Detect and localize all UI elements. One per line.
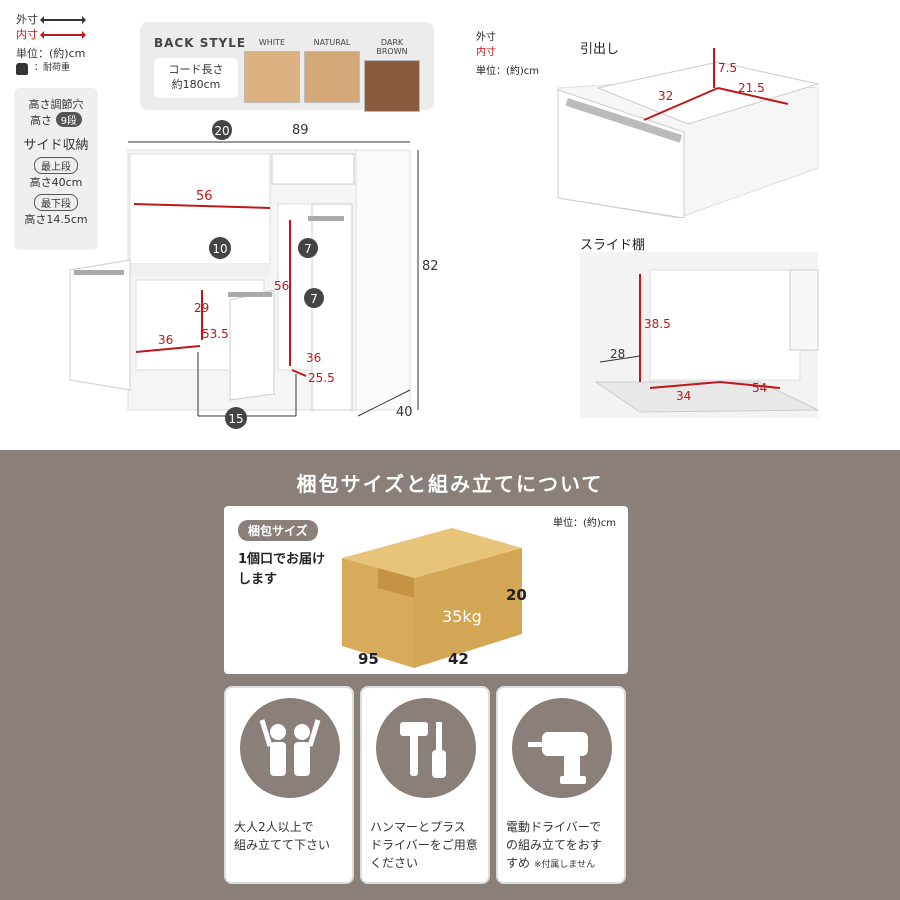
lower-height-value: 29 — [194, 301, 209, 315]
top-height: 高さ40cm — [29, 176, 83, 189]
bottom-shelf-pill: 最下段 — [34, 194, 78, 211]
load-side2-icon — [304, 288, 324, 308]
electric-drill-icon — [512, 698, 612, 798]
load-top-icon — [212, 120, 232, 140]
unit-label: 単位：(約)cm — [16, 47, 86, 60]
load-label: ：耐荷重 — [34, 63, 71, 73]
drawer-outer-label: 外寸 — [476, 32, 496, 43]
drawer-illustration: 7.5 32 21.5 — [557, 48, 820, 218]
width-value: 89 — [292, 123, 309, 138]
swatch-natural-label: NATURAL — [313, 38, 351, 47]
tool3-note: ※付属しません — [533, 860, 596, 870]
load-shelf-value: 10 — [212, 242, 227, 256]
one-box-line1: 1個口でお届け — [238, 552, 326, 567]
packing-dim-b: 42 — [448, 650, 469, 668]
drawer-legend: 外寸 内寸 単位：(約)cm — [476, 28, 539, 77]
side-storage-title: サイド収納 — [23, 138, 89, 153]
product-dimensions-panel: 外寸 内寸 単位：(約)cm ：耐荷重 高さ調節穴 高さ 9段 サイド収納 最上… — [14, 12, 820, 429]
cord-length-box: コード長さ 約180cm — [154, 58, 238, 98]
tool3-line3: すめ — [506, 856, 531, 870]
packing-tag: 梱包サイズ — [238, 520, 318, 541]
side-width-value: 25.5 — [308, 371, 335, 385]
inner-label: 内寸 — [16, 28, 38, 41]
tool3-line2: の組み立てをおす — [506, 838, 602, 852]
cabinet-illustration: 20 89 82 40 56 10 7 7 56 29 36 53.5 36 2… — [69, 120, 439, 429]
drawer-height-value: 7.5 — [718, 61, 737, 75]
slide-height-value: 38.5 — [644, 317, 671, 331]
hammer-screwdriver-icon — [376, 698, 476, 798]
depth-value: 40 — [396, 405, 413, 420]
height-label: 高さ — [30, 114, 53, 127]
lower-depth-value: 36 — [158, 333, 173, 347]
slide-width-value: 54 — [752, 381, 767, 395]
packing-headline: 梱包サイズと組み立てについて — [296, 472, 604, 496]
cord-line1: コード長さ — [168, 63, 224, 76]
tool2-line2: ドライバーをご用意 — [370, 838, 478, 852]
load-side1-value: 7 — [304, 242, 312, 256]
slide-shelf-title: スライド棚 — [580, 238, 646, 253]
swatch-white: WHITE — [244, 38, 300, 103]
inner-arrow-icon — [40, 30, 86, 39]
cardboard-box-icon: 35kg 20 95 42 — [342, 528, 527, 668]
load-side1-icon — [298, 238, 318, 258]
assembly-text-drill: 電動ドライバーで の組み立てをおす すめ ※付属しません — [506, 818, 618, 874]
swatch-dark-brown: DARK BROWN — [364, 38, 420, 112]
load-bottom-icon — [225, 407, 247, 429]
load-side2-value: 7 — [310, 292, 318, 306]
top-shelf-pill: 最上段 — [34, 157, 78, 174]
height-holes-label: 高さ調節穴 — [28, 98, 84, 111]
tool1-line2: 組み立てて下さい — [234, 838, 331, 852]
swatch-white-board — [244, 51, 300, 103]
slide-shelf-illustration: 38.5 28 34 54 — [580, 252, 819, 418]
assembly-text-tools: ハンマーとプラス ドライバーをご用意 ください — [370, 818, 482, 872]
tool2-line3: ください — [370, 856, 419, 870]
load-top-value: 20 — [214, 124, 229, 138]
inner-shelf-height-value: 56 — [274, 279, 289, 293]
assembly-card-tools: ハンマーとプラス ドライバーをご用意 ください — [360, 686, 490, 884]
slide-depth-value: 34 — [676, 389, 691, 403]
one-box-text: 1個口でお届け します — [238, 550, 348, 590]
drawer-unit-label: 単位：(約)cm — [476, 66, 540, 77]
swatch-dark-brown-label: DARK BROWN — [376, 38, 408, 56]
side-storage-info: 高さ調節穴 高さ 9段 サイド収納 最上段 高さ40cm 最下段 高さ14.5c… — [14, 88, 98, 250]
drawer-width-value: 32 — [658, 89, 673, 103]
outer-label: 外寸 — [16, 13, 38, 26]
slide-length-value: 28 — [610, 347, 625, 361]
swatch-natural: NATURAL — [304, 38, 360, 103]
inner-width-value: 56 — [196, 189, 213, 204]
tool3-line1: 電動ドライバーで — [506, 820, 602, 834]
side-depth-value: 36 — [306, 351, 321, 365]
swatch-natural-board — [304, 51, 360, 103]
packing-assembly-panel: 梱包サイズと組み立てについて 梱包サイズ 1個口でお届け します 単位：(約)c… — [0, 450, 900, 900]
height-value: 82 — [422, 259, 439, 274]
back-style-panel: BACK STYLE コード長さ 約180cm WHITE NATURAL DA… — [140, 22, 434, 112]
load-bottom-value: 15 — [228, 412, 243, 426]
swatch-white-label: WHITE — [258, 38, 286, 47]
tool1-line1: 大人2人以上で — [234, 820, 314, 834]
packing-dim-a: 95 — [358, 650, 379, 668]
tool2-line1: ハンマーとプラス — [370, 820, 466, 834]
back-style-title: BACK STYLE — [154, 36, 247, 50]
assembly-text-people: 大人2人以上で 組み立てて下さい — [234, 818, 346, 854]
packing-weight: 35kg — [442, 607, 482, 626]
drawer-title: 引出し — [580, 42, 620, 57]
bottom-height: 高さ14.5cm — [24, 213, 88, 226]
packing-size-card: 梱包サイズ 1個口でお届け します 単位：(約)cm 35kg 20 95 42 — [224, 506, 628, 674]
swatch-dark-brown-board — [364, 60, 420, 112]
height-steps-badge: 9段 — [55, 112, 82, 127]
two-people-icon — [240, 698, 340, 798]
cord-line2: 約180cm — [171, 78, 221, 91]
dimension-legend: 外寸 内寸 単位：(約)cm ：耐荷重 — [16, 12, 86, 76]
packing-unit: 単位：(約)cm — [552, 518, 616, 529]
one-box-line2: します — [238, 572, 278, 587]
drawer-inner-label: 内寸 — [476, 47, 496, 58]
load-shelf-icon — [209, 237, 231, 259]
assembly-card-drill: 電動ドライバーで の組み立てをおす すめ ※付属しません — [496, 686, 626, 884]
weight-icon — [16, 62, 28, 75]
drawer-depth-value: 21.5 — [738, 81, 765, 95]
assembly-card-people: 大人2人以上で 組み立てて下さい — [224, 686, 354, 884]
lower-width-value: 53.5 — [202, 327, 229, 341]
outer-arrow-icon — [40, 15, 86, 24]
packing-dim-c: 20 — [506, 586, 527, 604]
